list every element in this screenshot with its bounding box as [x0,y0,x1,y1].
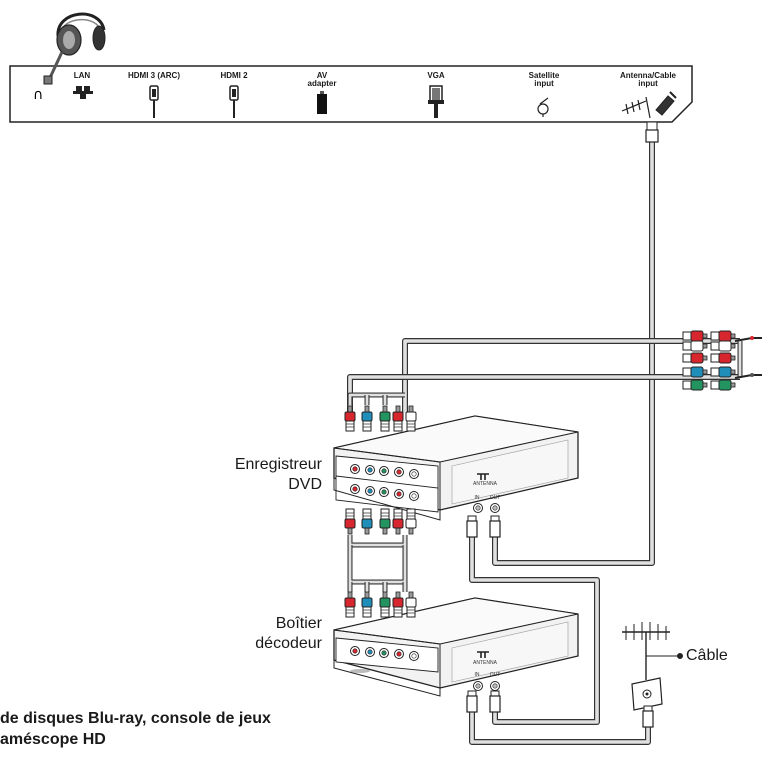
wall-coax-plug [642,705,654,728]
lan-icon [73,86,93,99]
satellite-icon [537,97,549,117]
decoder-out-label: OUT [489,672,501,678]
wall-antenna [622,622,683,680]
dvd-bottom-plugs [344,508,417,535]
vga-label: VGA [427,71,445,80]
decoder-antenna-label: ANTENNA [473,660,497,666]
dvd-in-label: IN [474,495,480,501]
dvd-label: Enregistreur [234,456,322,473]
tv-cable-plug [645,121,659,143]
antenna-label: Antenna/Cable [619,71,676,80]
dvd-out-label: OUT [489,495,501,501]
right-cable-ends [682,330,762,391]
dvd-antenna-label: ANTENNA [473,481,497,487]
vga-icon [428,85,444,118]
dvd-recorder [333,415,579,521]
decoder-label: Boîtier [275,615,322,632]
antenna-icon [621,96,651,119]
bottom-caption-line1: de disques Blu-ray, console de jeux [0,710,271,727]
av-adapter-icon [317,91,327,114]
dvd-antenna-jacks [473,473,500,513]
decoder-label-2: décodeur [255,635,322,652]
tv-panel [9,65,693,123]
coax-plug-icon [655,91,677,116]
decoder-box [333,597,579,697]
cable-label: Câble [686,647,728,664]
headphone-icon [43,12,106,85]
decoder-coax-plugs [466,690,501,713]
hdmi-icon [149,85,159,118]
tv-antenna-cable [492,140,655,566]
headphone-port-icon: ∩ [33,87,43,103]
wall-outlet [631,677,663,711]
av-adapter-label: adapter [307,79,337,88]
decoder-in-label: IN [474,672,480,678]
hdmi3-label: HDMI 3 (ARC) [128,71,180,80]
lan-label: LAN [73,71,91,80]
bottom-caption-line2: améscope HD [0,731,106,748]
satellite-label: Satellite [528,71,560,80]
dvd-coax-plugs [466,515,501,538]
hdmi2-label: HDMI 2 [220,71,248,80]
dvd-label-2: DVD [288,476,322,493]
decoder-antenna-jacks [473,651,500,691]
hdmi-icon [229,85,239,118]
component-cable [347,374,740,413]
antenna-input-label: input [638,79,658,88]
av-label: AV [316,71,328,80]
satellite-input-label: input [534,79,554,88]
